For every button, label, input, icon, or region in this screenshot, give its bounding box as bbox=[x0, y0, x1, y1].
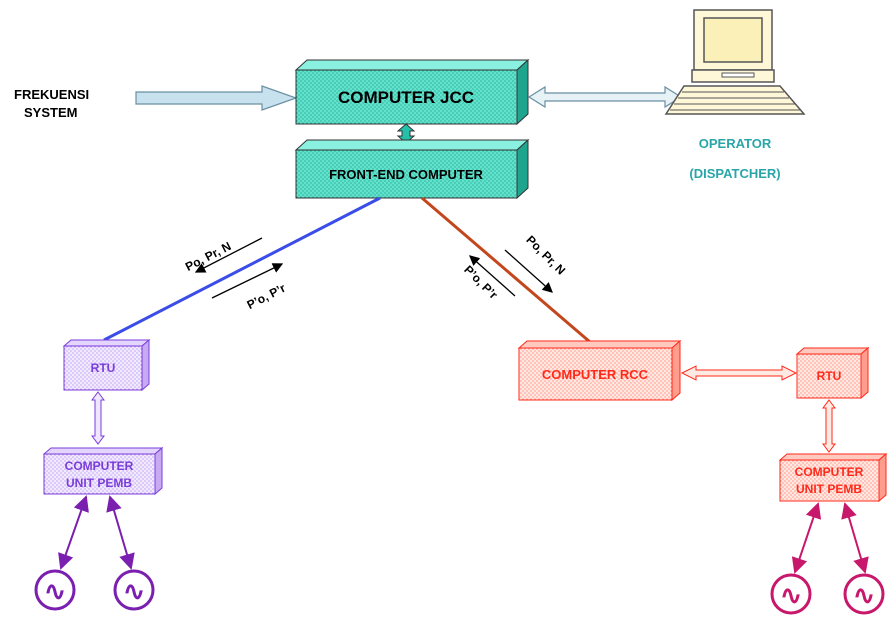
right-computer-unit-box: COMPUTER UNIT PEMB bbox=[778, 452, 888, 503]
computer-jcc-label: COMPUTER JCC bbox=[338, 88, 474, 107]
left-rtu-unit-arrow bbox=[91, 391, 105, 445]
right-rtu-box: RTU bbox=[795, 346, 870, 400]
left-rtu-label: RTU bbox=[91, 361, 116, 375]
right-unit-label-line1: COMPUTER bbox=[795, 465, 864, 479]
jcc-operator-arrow bbox=[527, 85, 683, 109]
frekuensi-system-label: FREKUENSI SYSTEM bbox=[14, 87, 89, 120]
left-generator-1-line bbox=[58, 495, 89, 570]
frekuensi-label-line2: SYSTEM bbox=[24, 105, 77, 120]
operator-label-line1: OPERATOR bbox=[699, 136, 772, 151]
computer-rcc-box: COMPUTER RCC bbox=[517, 339, 682, 402]
left-generator-1-icon: ∿ bbox=[34, 569, 76, 611]
rcc-rtu-arrow bbox=[680, 365, 798, 381]
left-link-line bbox=[103, 196, 381, 342]
right-generator-2-icon: ∿ bbox=[843, 573, 885, 615]
right-return-label: P’o, P’r bbox=[461, 263, 500, 302]
left-send-arrow bbox=[194, 237, 263, 273]
right-link-line bbox=[421, 196, 591, 344]
right-generator-2-line bbox=[841, 502, 869, 574]
right-send-arrow bbox=[504, 249, 553, 293]
right-generator-2-symbol: ∿ bbox=[853, 580, 875, 610]
left-generator-2-icon: ∿ bbox=[113, 569, 155, 611]
input-arrow bbox=[135, 85, 298, 111]
operator-computer-icon bbox=[664, 9, 806, 115]
left-return-arrow bbox=[211, 263, 284, 299]
left-generator-2-symbol: ∿ bbox=[123, 576, 145, 606]
right-rtu-unit-arrow bbox=[822, 399, 836, 453]
computer-jcc-box: COMPUTER JCC bbox=[294, 58, 530, 126]
left-return-label: P’o, P’r bbox=[245, 281, 288, 312]
front-end-computer-box: FRONT-END COMPUTER bbox=[294, 138, 530, 200]
left-generator-1-symbol: ∿ bbox=[44, 576, 66, 606]
left-generator-2-line bbox=[106, 495, 135, 570]
left-rtu-box: RTU bbox=[62, 338, 151, 392]
right-rtu-label: RTU bbox=[817, 369, 842, 383]
right-send-label: Po, Pr, N bbox=[523, 233, 568, 278]
frekuensi-label-line1: FREKUENSI bbox=[14, 87, 89, 102]
left-computer-unit-box: COMPUTER UNIT PEMB bbox=[42, 446, 164, 496]
right-unit-label-line2: UNIT PEMB bbox=[796, 482, 862, 496]
left-unit-label-line1: COMPUTER bbox=[65, 459, 134, 473]
right-generator-1-line bbox=[791, 502, 822, 574]
right-return-arrow bbox=[469, 255, 516, 297]
computer-rcc-label: COMPUTER RCC bbox=[542, 367, 649, 382]
operator-label-line2: (DISPATCHER) bbox=[689, 166, 780, 181]
left-unit-label-line2: UNIT PEMB bbox=[66, 476, 132, 490]
front-end-computer-label: FRONT-END COMPUTER bbox=[329, 167, 483, 182]
right-generator-1-icon: ∿ bbox=[770, 573, 812, 615]
right-generator-1-symbol: ∿ bbox=[780, 580, 802, 610]
